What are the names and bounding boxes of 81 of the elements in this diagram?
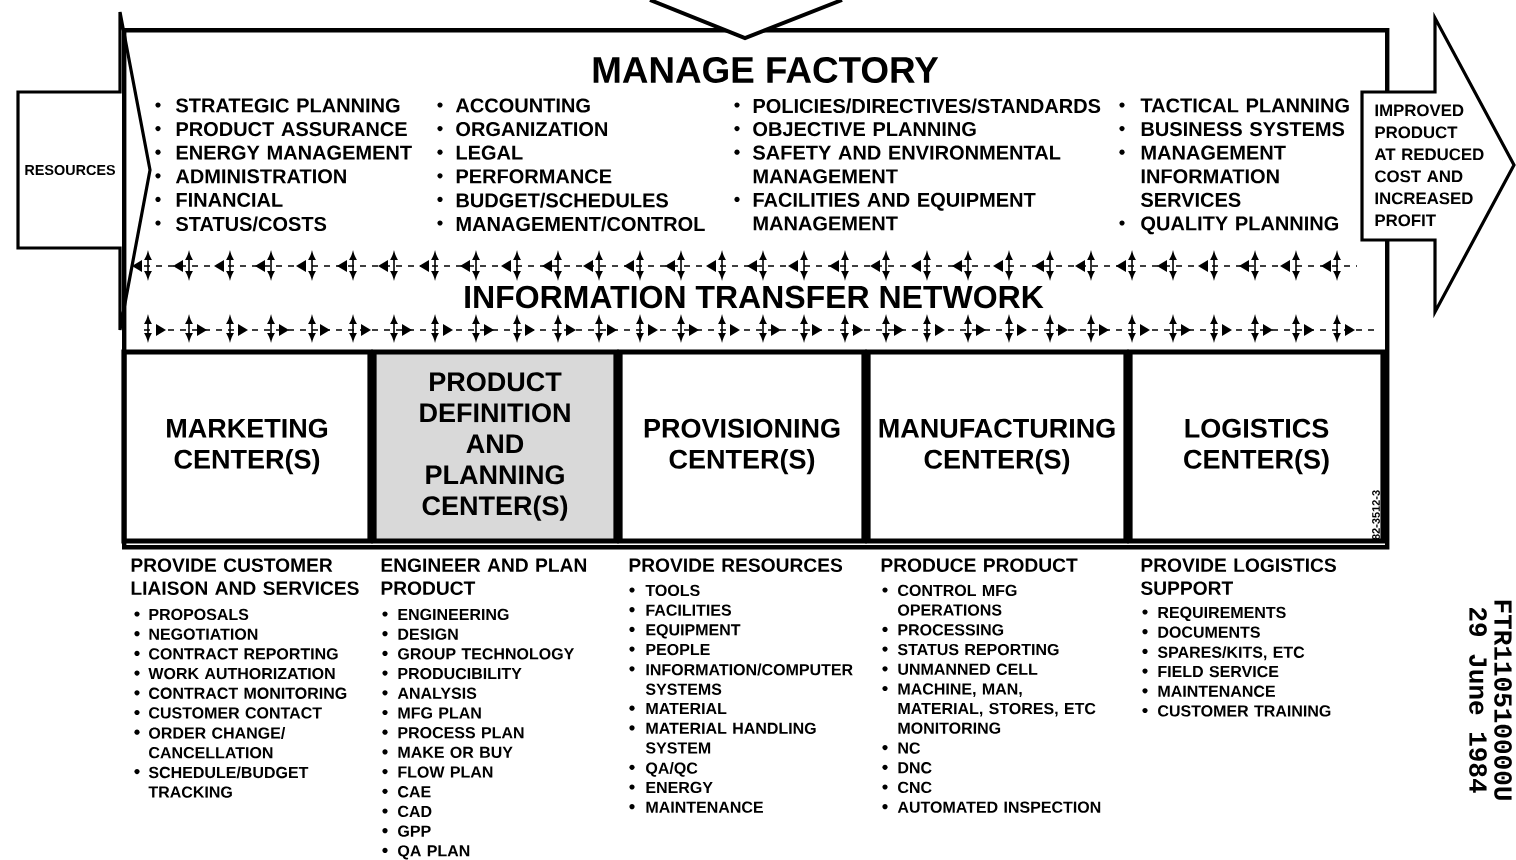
bullet-item: CONTRACT REPORTING: [134, 648, 338, 660]
bullet-item: TACTICAL PLANNING: [1119, 98, 1349, 113]
bullet-item: OBJECTIVE PLANNING: [734, 122, 976, 137]
bullet-item: ENGINEERING: [382, 608, 509, 621]
bullet-item: UNMANNED CELL: [882, 663, 1038, 675]
bullet-item: SCHEDULE/BUDGET TRACKING: [134, 766, 309, 798]
bullet-item: INFORMATION/COMPUTER SYSTEMS: [629, 663, 853, 695]
bullet-item: FACILITIES: [629, 604, 731, 616]
bullet-item: LEGAL: [437, 145, 523, 160]
heading: MANAGE FACTORY: [593, 56, 939, 83]
bullet-item: WORK AUTHORIZATION: [134, 667, 335, 680]
band-label: INFORMATION TRANSFER NETWORK: [465, 285, 1044, 309]
bullet-item: GPP: [382, 825, 431, 837]
figure-number: 82-3512-3: [1372, 490, 1380, 540]
bullet-item: DOCUMENTS: [1142, 626, 1260, 638]
bullet-item: DNC: [882, 762, 932, 774]
bullet-item: PROCESSING: [882, 624, 1004, 636]
center-box: MARKETING CENTER(S): [121, 349, 373, 544]
bullet-item: MAINTENANCE: [1142, 685, 1275, 697]
bullet-item: PERFORMANCE: [437, 169, 612, 184]
bullet-item: TOOLS: [629, 584, 700, 597]
bullet-item: EQUIPMENT: [629, 624, 741, 639]
bullet-item: ENERGY MANAGEMENT: [155, 145, 412, 160]
bullet-item: MANAGEMENT/CONTROL: [437, 216, 705, 232]
bullet-item: QA PLAN: [382, 845, 470, 860]
bullet-item: STRATEGIC PLANNING: [155, 98, 400, 113]
bullet-item: ENERGY: [629, 781, 713, 794]
bullet-item: NC: [882, 742, 921, 754]
bullet-item: NEGOTIATION: [134, 628, 258, 640]
bullet-item: CUSTOMER TRAINING: [1142, 705, 1331, 717]
bullet-item: CUSTOMER CONTACT: [134, 707, 322, 719]
bullet-item: AUTOMATED INSPECTION: [882, 801, 1101, 813]
bullet-item: MAINTENANCE: [629, 801, 763, 813]
bullet-item: ADMINISTRATION: [155, 169, 346, 184]
bullet-item: ANALYSIS: [382, 687, 477, 699]
bullet-item: SPARES/KITS, ETC: [1142, 646, 1305, 661]
document-code: FTR110510000U: [1494, 600, 1512, 800]
bullet-item: BUSINESS SYSTEMS: [1119, 122, 1345, 137]
bullet-item: MAKE OR BUY: [382, 746, 513, 758]
bullet-item: ORDER CHANGE/ CANCELLATION: [134, 727, 286, 759]
center-box: PRODUCT DEFINITION AND PLANNING CENTER(S): [371, 349, 619, 544]
description-heading: PRODUCE PRODUCT: [881, 558, 1078, 572]
bullet-item: REQUIREMENTS: [1142, 606, 1286, 622]
bullet-item: ACCOUNTING: [437, 98, 590, 113]
bullet-item: POLICIES/DIRECTIVES/STANDARDS: [734, 98, 1101, 114]
bullet-item: MACHINE, MAN, MATERIAL, STORES, ETC MONITORING: [882, 683, 1096, 734]
description-heading: PROVIDE LOGISTICS SUPPORT: [1140, 558, 1336, 595]
bullet-item: QA/QC: [629, 762, 698, 777]
bullet-item: PRODUCIBILITY: [382, 667, 522, 680]
node-label: IMPROVED PRODUCT AT REDUCED COST AND INCREASED PROFIT: [1374, 104, 1484, 227]
bullet-item: GROUP TECHNOLOGY: [382, 648, 575, 660]
description-heading: PROVIDE RESOURCES: [629, 558, 843, 572]
bullet-item: FACILITIES AND EQUIPMENT MANAGEMENT: [734, 192, 1036, 231]
bullet-item: CAD: [382, 805, 432, 818]
bullet-item: PROPOSALS: [134, 608, 249, 621]
bullet-item: MFG PLAN: [382, 707, 481, 719]
bullet-item: MATERIAL HANDLING SYSTEM: [629, 722, 816, 754]
bullet-item: STATUS REPORTING: [882, 643, 1059, 656]
description-heading: PROVIDE CUSTOMER LIAISON AND SERVICES: [131, 558, 359, 595]
bullet-item: PRODUCT ASSURANCE: [155, 122, 407, 137]
bullet-item: DESIGN: [382, 628, 458, 640]
bullet-item: PEOPLE: [629, 643, 710, 656]
center-box: MANUFACTURING CENTER(S): [865, 349, 1129, 544]
bullet-item: BUDGET/SCHEDULES: [437, 192, 668, 208]
bullet-item: CONTROL MFG OPERATIONS: [882, 584, 1017, 616]
bullet-item: CONTRACT MONITORING: [134, 687, 347, 699]
bullet-item: MATERIAL: [629, 703, 727, 714]
bullet-item: PROCESS PLAN: [382, 727, 524, 739]
bullet-item: CNC: [882, 781, 932, 794]
bullet-item: SAFETY AND ENVIRONMENTAL MANAGEMENT: [734, 145, 1061, 184]
bullet-item: MANAGEMENT INFORMATION SERVICES: [1119, 145, 1286, 207]
bullet-item: ORGANIZATION: [437, 122, 608, 137]
center-box: PROVISIONING CENTER(S): [617, 349, 867, 544]
bullet-item: CAE: [382, 786, 431, 798]
bullet-item: FLOW PLAN: [382, 766, 493, 778]
bullet-item: FIELD SERVICE: [1142, 665, 1279, 678]
bullet-item: QUALITY PLANNING: [1119, 216, 1339, 235]
document-date: 29 June 1984: [1469, 607, 1487, 793]
bullet-item: FINANCIAL: [155, 192, 283, 207]
bullet-item: STATUS/COSTS: [155, 216, 327, 232]
description-heading: ENGINEER AND PLAN PRODUCT: [381, 558, 587, 595]
